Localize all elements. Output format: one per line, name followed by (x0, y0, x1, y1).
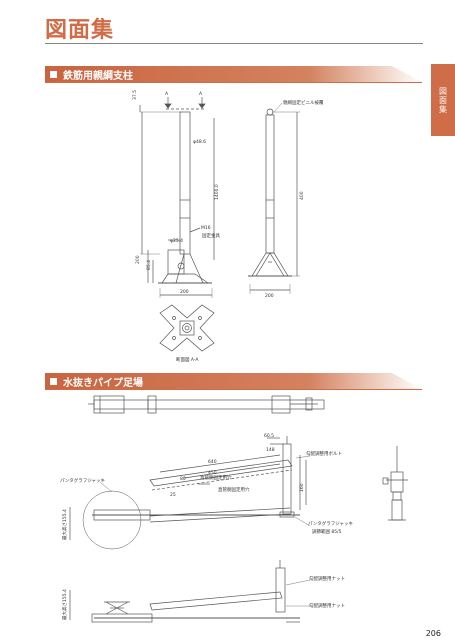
dim-small1: 80 (180, 476, 186, 482)
dim-top: 37.5 (132, 90, 138, 100)
dim-left1: 640 (208, 459, 217, 465)
note-right-top: 親綱固定ビニル被覆 (283, 99, 324, 106)
note-adjust-range: 調節範囲 85/5 (312, 528, 342, 535)
drain-scaffold-lowered-view (69, 560, 311, 623)
section-header-2: 水抜きパイプ足場 (45, 373, 422, 389)
dim-pipe-side: φ25.4 (170, 238, 183, 244)
note-nut2: 勾配調整用ナット (309, 602, 345, 609)
section-rule-2 (45, 389, 422, 390)
note-jack-left: パンタグラフジャッキ (60, 477, 105, 484)
note-nut1: 勾配調整用ナット (309, 575, 345, 582)
note-pipe1: 直管胴固定用穴 (200, 474, 232, 481)
note-height-range: 最大高さ155.4 (61, 509, 68, 540)
drain-scaffold-end-view (382, 446, 408, 521)
dim-pipe: φ48.6 (193, 139, 206, 145)
note-adjust-bolt: 勾配調整用ボルト (306, 450, 342, 457)
dim-base-detail: 85.4 (146, 260, 152, 270)
dim-left2: 450 (208, 470, 217, 476)
section-header-1: 鉄筋用親綱支柱 (45, 66, 422, 82)
dim-vert: 160 (299, 483, 305, 492)
note-height-bottom: 最大高さ155.4 (61, 589, 68, 620)
title-rule (45, 43, 423, 44)
dim-base-height: 200 (135, 255, 141, 264)
note-jack-right: パンタグラフジャッキ (308, 520, 353, 527)
section-title-1: 鉄筋用親綱支柱 (63, 70, 133, 82)
dim-width-right: 200 (265, 293, 274, 299)
dim-length: 1400.0 (214, 184, 220, 200)
note-lower: 固定金具 (202, 232, 220, 239)
dim-total-right: 400 (299, 191, 305, 200)
stanchion-side-view (248, 102, 300, 294)
note-bolt: M16 (201, 225, 211, 231)
section-label: 断面図 A-A (176, 356, 199, 363)
stanchion-front-view (139, 97, 215, 298)
square-bullet-icon (50, 70, 57, 78)
dim-width-left: 200 (180, 289, 189, 295)
page-title: 図面集 (45, 18, 115, 43)
side-tab[interactable]: 図面集 (431, 64, 455, 136)
section-title-2: 水抜きパイプ足場 (63, 377, 143, 389)
drain-scaffold-top-view (88, 395, 325, 414)
dim-small2: 25 (170, 492, 176, 498)
note-pipe2: 直管胴固定用穴 (218, 486, 250, 493)
page-number: 206 (425, 629, 441, 638)
dim-top2: 148 (266, 447, 275, 453)
square-bullet-icon (50, 377, 57, 385)
section-rule-1 (45, 82, 422, 83)
label-a-left: A (165, 91, 169, 97)
section-aa-view (159, 304, 215, 352)
label-a-right: A (199, 91, 203, 97)
drain-scaffold-side-view (69, 436, 311, 550)
dim-top1: 60.5 (264, 433, 274, 439)
